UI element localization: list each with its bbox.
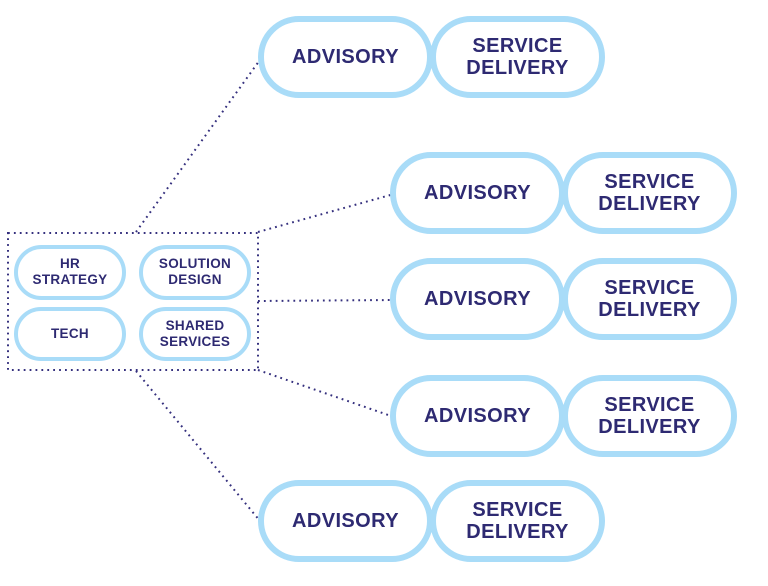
pill-label-line: TECH [51, 325, 89, 341]
pill-label-line: ADVISORY [424, 287, 531, 310]
hub-pill-tech: TECH [14, 306, 126, 361]
pill-label-line: ADVISORY [292, 45, 399, 68]
pill-label: SERVICE DELIVERY [598, 171, 700, 216]
pill-label-line: SERVICE [604, 276, 695, 299]
hub-pill-shared-services: SHARED SERVICES [139, 306, 251, 361]
pill-label-line: SHARED [165, 317, 225, 333]
pill-label: SERVICE DELIVERY [466, 499, 568, 544]
pill-label-line: SERVICE [472, 498, 563, 521]
pill-label: ADVISORY [424, 405, 531, 427]
advisory-pill: ADVISORY [390, 375, 565, 457]
advisory-pill: ADVISORY [390, 258, 565, 340]
connector-line-lower [257, 369, 395, 418]
hub-dotted-outline [7, 232, 259, 371]
branch-row-2: ADVISORY SERVICE DELIVERY [390, 152, 737, 234]
connector-line-upper [257, 193, 395, 233]
pill-label: SERVICE DELIVERY [466, 35, 568, 80]
pill-label: HR STRATEGY [33, 256, 108, 288]
pill-label-line: ADVISORY [424, 181, 531, 204]
pill-label: ADVISORY [424, 288, 531, 310]
hub-group: HR STRATEGY SOLUTION DESIGN TECH SHARED … [7, 233, 259, 371]
pill-label: ADVISORY [424, 182, 531, 204]
branch-row-1: ADVISORY SERVICE DELIVERY [258, 16, 605, 98]
advisory-pill: ADVISORY [258, 480, 433, 562]
pill-label: ADVISORY [292, 46, 399, 68]
connector-line-middle [257, 299, 395, 302]
advisory-pill: ADVISORY [390, 152, 565, 234]
branch-row-4: ADVISORY SERVICE DELIVERY [390, 375, 737, 457]
pill-label-line: ADVISORY [424, 404, 531, 427]
pill-label-line: SOLUTION [158, 256, 232, 272]
pill-label-line: ADVISORY [292, 509, 399, 532]
pill-label-line: DESIGN [168, 272, 222, 288]
pill-label-line: SERVICES [159, 333, 231, 349]
branch-row-3: ADVISORY SERVICE DELIVERY [390, 258, 737, 340]
pill-label-line: DELIVERY [598, 299, 701, 321]
pill-label: TECH [51, 326, 89, 342]
service-delivery-pill: SERVICE DELIVERY [562, 258, 737, 340]
service-delivery-pill: SERVICE DELIVERY [562, 375, 737, 457]
pill-label-line: STRATEGY [32, 272, 108, 288]
pill-label: SHARED SERVICES [160, 318, 230, 350]
pill-label-line: DELIVERY [598, 193, 701, 215]
service-delivery-pill: SERVICE DELIVERY [430, 16, 605, 98]
hub-pill-hr-strategy: HR STRATEGY [14, 245, 126, 300]
connector-line-top [135, 56, 263, 233]
pill-label-line: HR [59, 256, 81, 272]
branch-row-5: ADVISORY SERVICE DELIVERY [258, 480, 605, 562]
pill-label-line: SERVICE [604, 170, 695, 193]
advisory-pill: ADVISORY [258, 16, 433, 98]
pill-label: ADVISORY [292, 510, 399, 532]
pill-label-line: DELIVERY [466, 521, 569, 543]
hub-pill-solution-design: SOLUTION DESIGN [139, 245, 251, 300]
pill-label-line: DELIVERY [598, 416, 701, 438]
service-delivery-pill: SERVICE DELIVERY [430, 480, 605, 562]
pill-label-line: DELIVERY [466, 57, 569, 79]
pill-label-line: SERVICE [472, 34, 563, 57]
connector-line-bottom [135, 370, 261, 522]
service-delivery-pill: SERVICE DELIVERY [562, 152, 737, 234]
pill-label: SOLUTION DESIGN [159, 256, 231, 288]
pill-label-line: SERVICE [604, 393, 695, 416]
pill-label: SERVICE DELIVERY [598, 394, 700, 439]
pill-label: SERVICE DELIVERY [598, 277, 700, 322]
